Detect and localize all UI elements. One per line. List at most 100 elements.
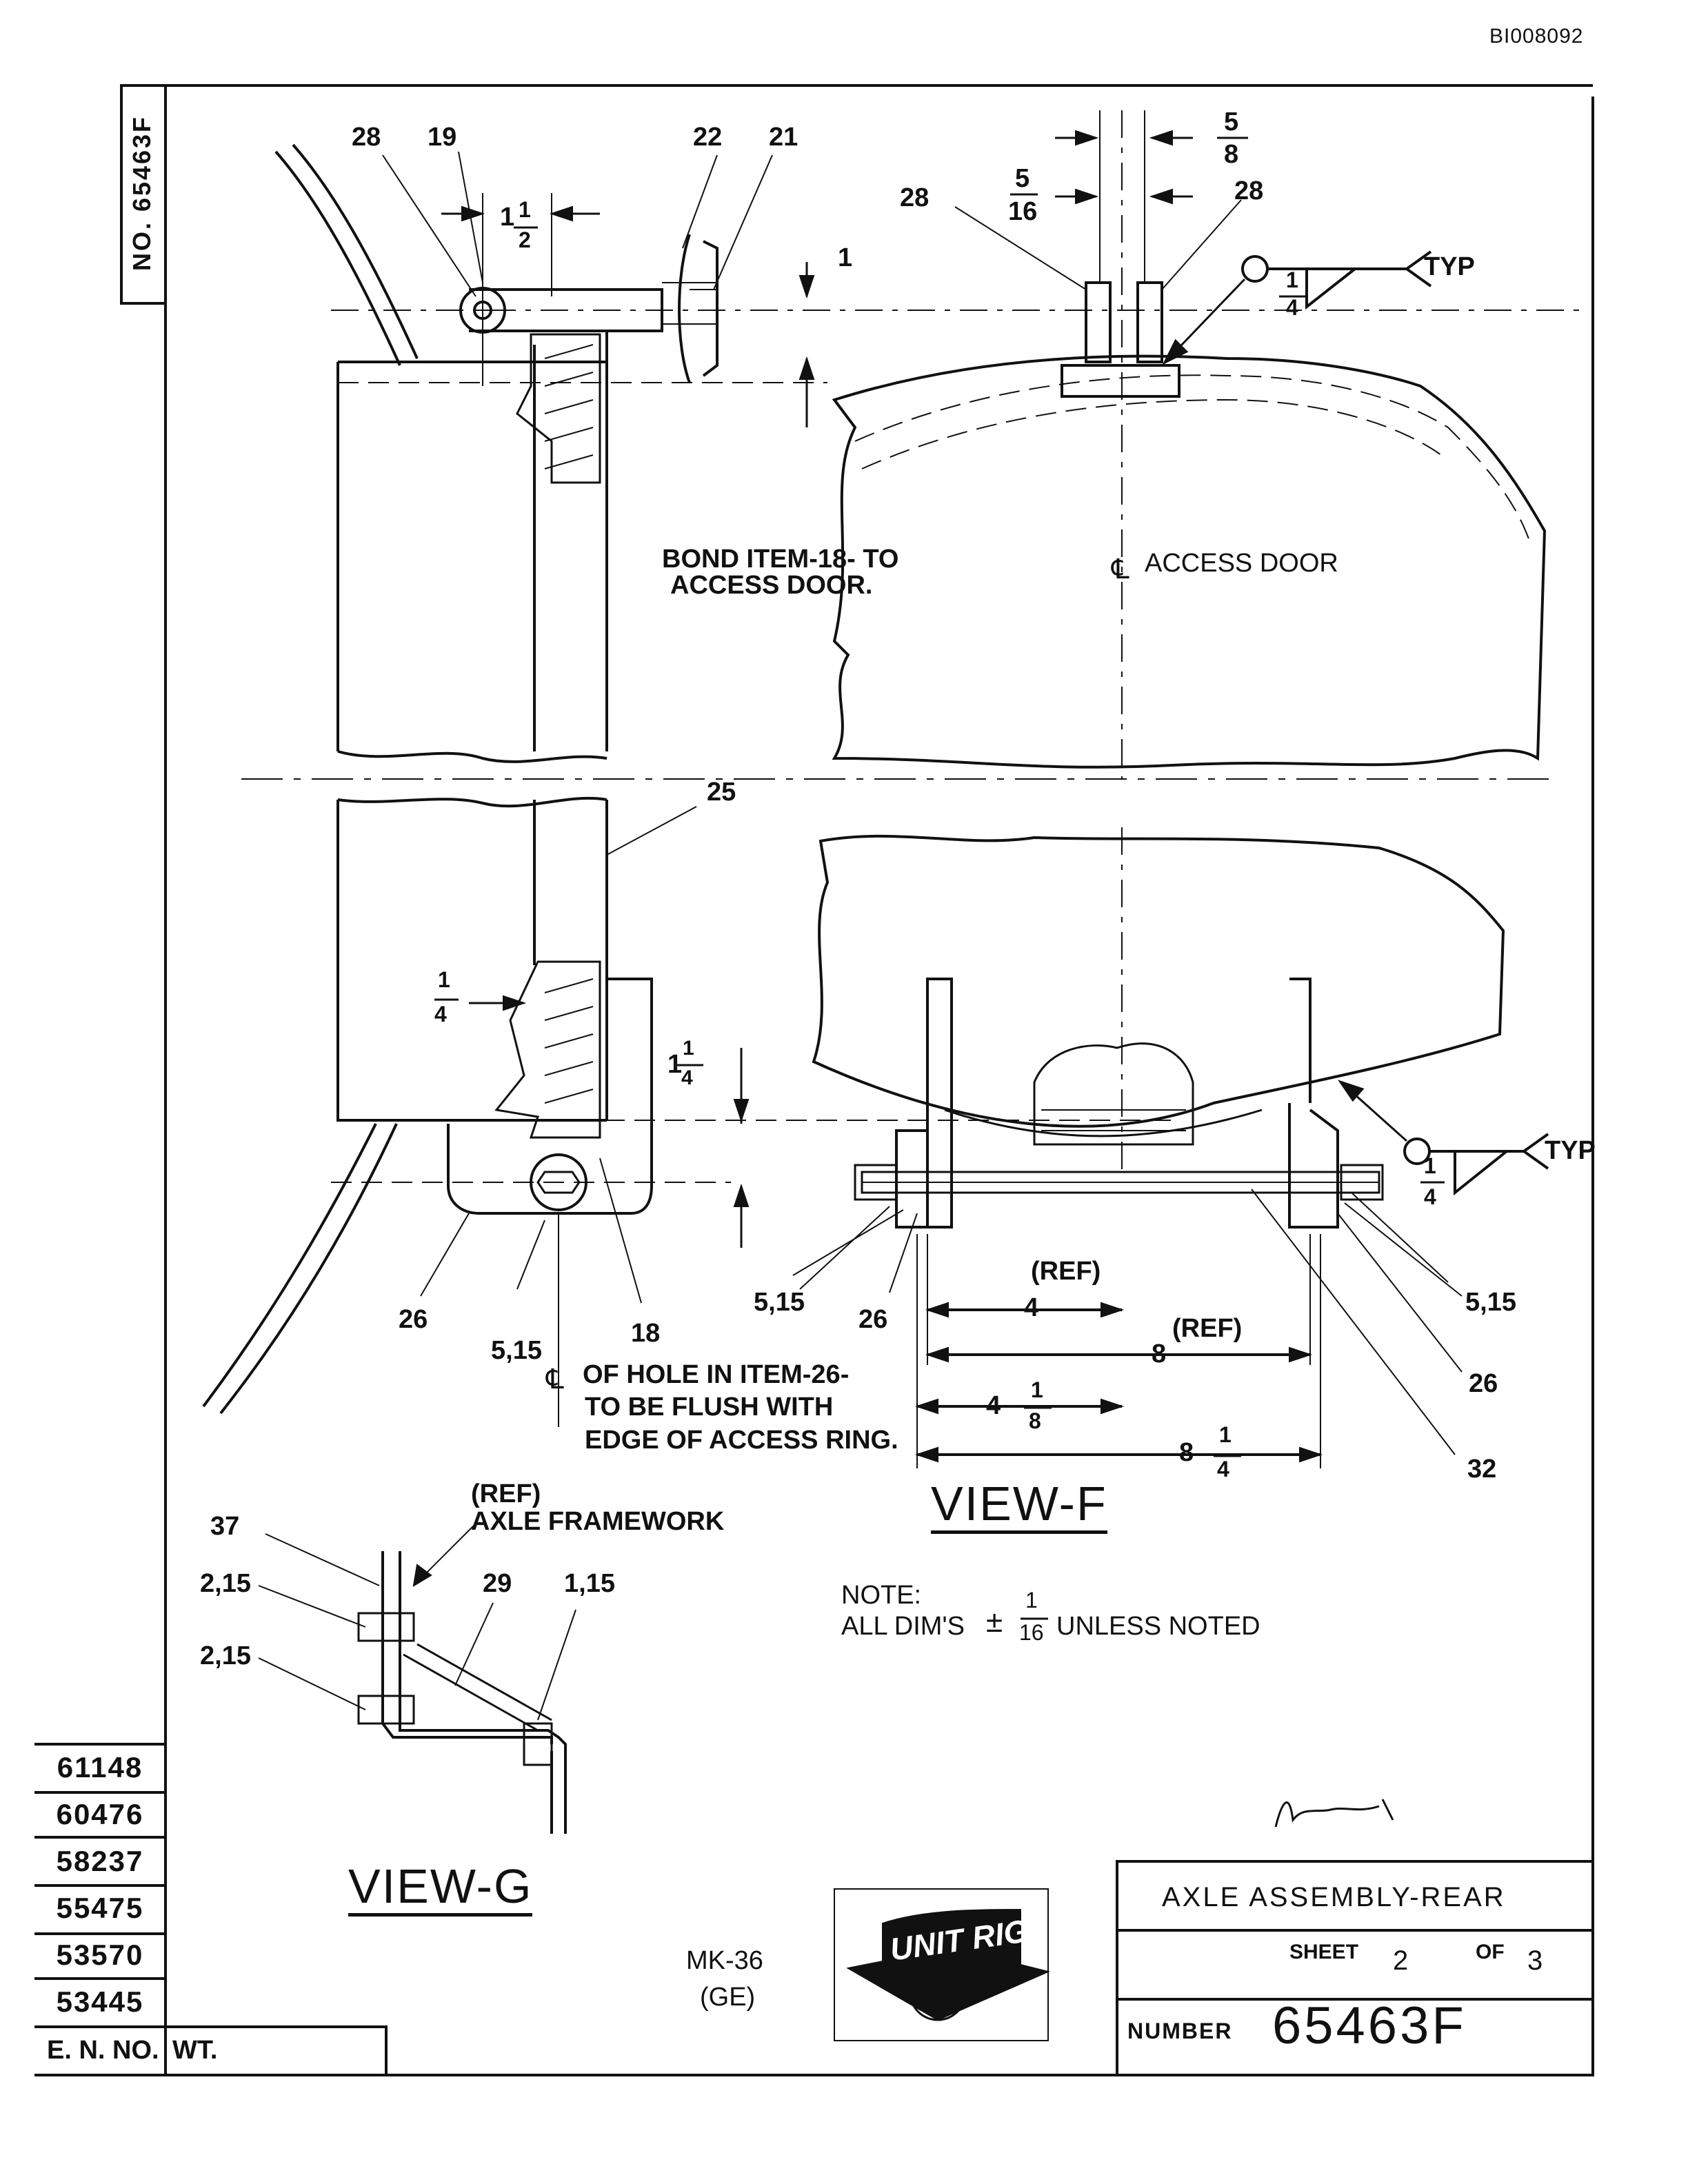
eng-number-3: 58237 xyxy=(56,1845,144,1877)
sheet-total: 3 xyxy=(1527,1945,1543,1976)
axle-plate-right xyxy=(1288,978,1339,1228)
item-22: 22 xyxy=(693,123,723,152)
of-label: OF xyxy=(1476,1941,1505,1963)
dim-1-lower-b-num: 1 xyxy=(683,1037,694,1060)
item-37: 37 xyxy=(210,1512,240,1541)
item-28-c: 28 xyxy=(1234,176,1264,205)
item-32: 32 xyxy=(1467,1455,1497,1484)
title-block-frame xyxy=(1116,1860,1594,2076)
vertical-drawing-number: NO. 65463F xyxy=(128,114,157,272)
item-28-b: 28 xyxy=(900,183,930,212)
dim-1-num: 1 xyxy=(519,197,531,222)
note-fraction-den: 16 xyxy=(1019,1620,1044,1645)
item-5-15-b: 5,15 xyxy=(754,1288,805,1317)
item-18: 18 xyxy=(631,1319,661,1348)
eng-number-4: 55475 xyxy=(56,1892,144,1924)
weld-symbol-upper xyxy=(1162,250,1432,365)
typ-lower: TYP xyxy=(1545,1136,1596,1165)
leader-view-g xyxy=(258,1523,576,1721)
dim-1-4-num: 1 xyxy=(1219,1422,1232,1447)
centerline-symbol-hole: ℄ xyxy=(546,1364,564,1395)
dim-16: 16 xyxy=(1008,197,1038,226)
gasket-item-18 xyxy=(516,333,601,484)
logo-shape xyxy=(846,1908,1051,2021)
dim-1-weld-lower: 1 xyxy=(1424,1153,1436,1178)
door-bracket-plates xyxy=(1061,281,1180,398)
note-plus-minus: ± xyxy=(986,1605,1003,1639)
access-ring-section xyxy=(336,331,608,763)
dim-1-upper: 1 xyxy=(838,243,853,272)
eno-label: E. N. NO. xyxy=(47,2036,159,2065)
dim-4-1-8-whole: 4 xyxy=(986,1391,1001,1420)
axle-framework-label: AXLE FRAMEWORK xyxy=(471,1507,725,1536)
dim-1-8-den: 8 xyxy=(1029,1408,1041,1433)
handle-item-22 xyxy=(678,234,719,383)
item-19: 19 xyxy=(428,123,457,152)
dim-1-whole: 1 xyxy=(500,203,515,232)
eng-number-2: 60476 xyxy=(56,1798,144,1830)
bracket-item-29 xyxy=(403,1643,552,1732)
dim-1-8-num: 1 xyxy=(1031,1377,1043,1402)
weld-symbol-lower xyxy=(1338,1080,1549,1196)
access-door-upper xyxy=(832,354,1547,769)
eng-number-5: 53570 xyxy=(56,1939,144,1971)
dim-4-weld: 4 xyxy=(1286,295,1298,320)
item-21: 21 xyxy=(769,123,798,152)
signature xyxy=(1274,1799,1394,1828)
revision-block xyxy=(34,1743,1117,2076)
item-25: 25 xyxy=(707,778,736,807)
drawing-number: 65463F xyxy=(1272,1996,1467,2055)
dim-1-4-den: 4 xyxy=(1217,1457,1229,1482)
note-title: NOTE: xyxy=(841,1581,922,1610)
logo-frame xyxy=(834,1888,1049,2041)
dim-2-den: 2 xyxy=(519,228,531,252)
dim-1-weld: 1 xyxy=(1286,267,1298,292)
wt-label: WT. xyxy=(172,2036,218,2065)
ref-framework-label: (REF) xyxy=(471,1479,541,1508)
hole-note-line1: OF HOLE IN ITEM-26- xyxy=(583,1360,850,1389)
centerline-symbol-access-door: ℄ xyxy=(1112,554,1129,585)
hole-note-line3: EDGE OF ACCESS RING. xyxy=(585,1426,898,1455)
item-26-a: 26 xyxy=(399,1305,428,1334)
item-29: 29 xyxy=(483,1569,512,1598)
view-f-label: VIEW-F xyxy=(931,1477,1107,1534)
dim-4-weld-lower: 4 xyxy=(1424,1184,1436,1209)
curved-frame-lower xyxy=(202,1123,398,1415)
item-5-15-a: 5,15 xyxy=(491,1336,542,1365)
item-2-15-a: 2,15 xyxy=(200,1569,251,1598)
eng-number-6: 53445 xyxy=(56,1985,144,2018)
ref-label-1: (REF) xyxy=(1031,1257,1101,1286)
ref-label-2: (REF) xyxy=(1172,1314,1243,1343)
dim-4-lower-a: 4 xyxy=(434,1002,447,1027)
document-id: BI008092 xyxy=(1489,25,1584,48)
drawing-border xyxy=(164,84,1594,1903)
dim-4-lower-b-den: 4 xyxy=(681,1066,693,1089)
note-body-a: ALL DIM'S xyxy=(841,1612,965,1641)
number-label: NUMBER xyxy=(1127,2019,1233,2043)
dim-1-lower-b: 1 xyxy=(667,1050,683,1079)
dim-5b: 5 xyxy=(1015,164,1030,193)
eng-number-1: 61148 xyxy=(57,1751,143,1783)
dim-1-lower-a: 1 xyxy=(438,967,450,992)
view-g-framework xyxy=(381,1551,567,1834)
dim-5: 5 xyxy=(1224,108,1239,136)
dim-8-denominator: 8 xyxy=(1224,140,1239,169)
drawing-title: AXLE ASSEMBLY-REAR xyxy=(1162,1882,1506,1912)
axle-rod-item-32 xyxy=(861,1171,1380,1194)
item-2-15-b: 2,15 xyxy=(200,1641,251,1670)
sheet-number: 2 xyxy=(1393,1945,1409,1976)
access-door-cutaway xyxy=(1033,1042,1194,1146)
vertical-number-box xyxy=(120,84,167,305)
bond-note-line1: BOND ITEM-18- TO xyxy=(662,545,899,574)
curved-frame-upper xyxy=(274,150,401,366)
item-26-b: 26 xyxy=(858,1305,888,1334)
gasket-item-18-lower xyxy=(494,960,601,1139)
bond-note-line2: ACCESS DOOR. xyxy=(670,571,873,600)
model-line2: (GE) xyxy=(700,1983,756,2012)
view-g-label: VIEW-G xyxy=(348,1859,533,1917)
bolt-item-21 xyxy=(662,282,718,325)
dim-8-1-4-whole: 8 xyxy=(1179,1438,1194,1467)
access-door-lower xyxy=(812,834,1505,1128)
model-line1: MK-36 xyxy=(686,1946,763,1975)
